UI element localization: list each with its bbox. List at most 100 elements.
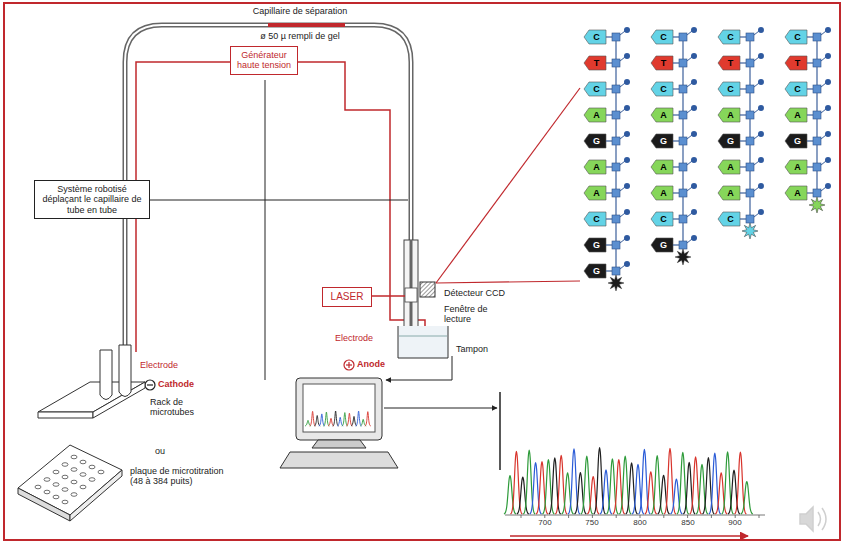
- nucleotide-base: [651, 56, 673, 70]
- sugar: [813, 111, 821, 119]
- plate-well: [71, 480, 77, 484]
- backbone-bond: [687, 161, 692, 165]
- nucleotide-letter: C: [588, 30, 605, 44]
- nucleotide-letter: A: [588, 160, 605, 174]
- node-text: Générateur haute tension: [234, 50, 294, 71]
- sugar: [813, 33, 821, 41]
- backbone-bond: [754, 31, 759, 35]
- sugar: [612, 59, 620, 67]
- nucleotide-base: [718, 134, 740, 148]
- backbone-bond: [615, 41, 616, 59]
- phosphate: [691, 235, 697, 241]
- sugar: [612, 241, 620, 249]
- backbone-bond: [620, 213, 625, 217]
- plate-well: [62, 500, 68, 504]
- backbone-bond: [615, 223, 616, 241]
- nucleotide-base: [718, 108, 740, 122]
- plate-well: [80, 460, 86, 464]
- axis-tick: [568, 515, 569, 518]
- backbone-bond: [749, 197, 750, 215]
- capillary-spec: ø 50 µ rempli de gel: [260, 31, 340, 41]
- sugar: [746, 59, 754, 67]
- nucleotide-letter: A: [722, 160, 739, 174]
- fluorescent-dye: [742, 223, 758, 239]
- axis-tick: [687, 515, 688, 518]
- backbone-bond: [615, 67, 616, 85]
- backbone-bond: [740, 88, 746, 89]
- nucleotide-letter: G: [655, 238, 672, 252]
- microtiter-plate: [18, 445, 122, 521]
- backbone-bond: [620, 31, 625, 35]
- backbone-bond: [606, 244, 612, 245]
- nucleotide-base: [584, 264, 606, 278]
- microtube-rack: [38, 345, 145, 418]
- backbone-bond: [749, 145, 750, 163]
- backbone-bond: [740, 140, 746, 141]
- phosphate: [758, 209, 764, 215]
- axis-tick: [735, 515, 736, 518]
- backbone-bond: [615, 119, 616, 137]
- phosphate: [758, 79, 764, 85]
- nucleotide-letter: G: [588, 134, 605, 148]
- backbone-bond: [682, 67, 683, 85]
- sugar: [813, 59, 821, 67]
- nucleotide-base: [785, 134, 807, 148]
- backbone-bond: [682, 93, 683, 111]
- phosphate: [624, 261, 630, 267]
- fluorescent-dye: [675, 249, 691, 265]
- plate-well: [62, 463, 68, 467]
- screen-trace: [346, 413, 352, 426]
- phosphate: [624, 235, 630, 241]
- plate-well: [53, 495, 59, 499]
- backbone-bond: [816, 119, 817, 137]
- nucleotide-letter: A: [789, 160, 806, 174]
- axis-number: 750: [585, 518, 598, 527]
- nucleotide-base: [651, 108, 673, 122]
- backbone-bond: [682, 145, 683, 163]
- screen-trace: [356, 411, 362, 426]
- nucleotide-letter: C: [655, 82, 672, 96]
- screen-trace: [333, 411, 339, 426]
- backbone-bond: [749, 93, 750, 111]
- phosphate: [691, 209, 697, 215]
- screen-trace: [360, 419, 366, 426]
- backbone-bond: [620, 109, 625, 113]
- backbone-bond: [615, 171, 616, 189]
- screen-trace: [323, 412, 329, 426]
- backbone-bond: [687, 109, 692, 113]
- sugar: [612, 111, 620, 119]
- backbone-bond: [807, 88, 813, 89]
- plate-well: [44, 478, 50, 482]
- phosphate: [825, 183, 831, 189]
- phosphate: [691, 183, 697, 189]
- phosphate: [691, 131, 697, 137]
- nucleotide-base: [718, 212, 740, 226]
- backbone-bond: [682, 41, 683, 59]
- sugar: [612, 85, 620, 93]
- screen-trace: [337, 417, 343, 426]
- capillary-label: Capillaire de séparation: [253, 6, 348, 16]
- phosphate: [691, 53, 697, 59]
- screen-trace: [365, 412, 371, 426]
- control-line: [148, 80, 500, 470]
- nucleotide-letter: A: [722, 186, 739, 200]
- backbone-bond: [807, 140, 813, 141]
- backbone-bond: [740, 218, 746, 219]
- nucleotide-letter: G: [789, 134, 806, 148]
- speaker-icon: [800, 507, 826, 531]
- backbone-bond: [620, 83, 625, 87]
- nucleotide-letter: C: [722, 212, 739, 226]
- nucleotide-letter: C: [655, 212, 672, 226]
- laser-box: LASER: [322, 287, 372, 307]
- axis-tick: [521, 515, 522, 518]
- ccd-detector: [420, 282, 435, 297]
- nucleotide-letter: A: [789, 186, 806, 200]
- screen-trace: [342, 413, 348, 426]
- backbone-bond: [673, 244, 679, 245]
- backbone-bond: [816, 171, 817, 189]
- plate-well: [89, 478, 95, 482]
- backbone-bond: [673, 166, 679, 167]
- axis-number: 800: [633, 518, 646, 527]
